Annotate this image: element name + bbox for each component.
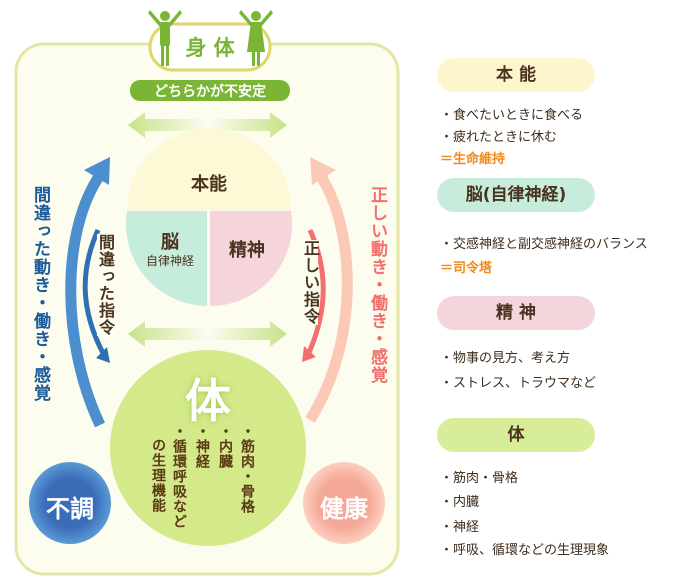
right-outer-label: 正しい動き・働き・感覚 bbox=[367, 186, 387, 384]
legend-item: ・筋肉・骨格 bbox=[440, 471, 519, 486]
left-inner-label: 間違った指令 bbox=[96, 234, 115, 336]
double-arrow-icon bbox=[128, 112, 287, 138]
diagram-title: 身 体 bbox=[185, 36, 235, 60]
person-icon bbox=[239, 10, 273, 66]
body-item: の生理機能 bbox=[150, 438, 166, 513]
bad-label: 不調 bbox=[46, 495, 94, 523]
legend-item: ・ストレス、トラウマなど bbox=[440, 376, 597, 391]
double-arrow-icon bbox=[128, 321, 287, 347]
legend-item: ・物事の見方、考え方 bbox=[440, 351, 571, 366]
brain-label: 脳 bbox=[161, 232, 179, 253]
instinct-label: 本能 bbox=[191, 174, 227, 195]
legend-item: ・神経 bbox=[440, 520, 480, 535]
legend-item: ・食べたいときに食べる bbox=[440, 108, 584, 123]
brain-sub-label: 自律神経 bbox=[145, 254, 194, 268]
legend-mind-title: 精 神 bbox=[437, 296, 595, 330]
bad-circle bbox=[29, 462, 111, 544]
legend-item: ・交感神経と副交感神経のバランス bbox=[440, 237, 648, 252]
body-item: ・循環呼吸など bbox=[171, 424, 187, 529]
unstable-label: どちらかが不安定 bbox=[154, 84, 266, 100]
body-item: ・神経 bbox=[194, 424, 210, 469]
legend-item: ・内臓 bbox=[440, 495, 480, 510]
left-outer-label: 間違った動き・働き・感覚 bbox=[30, 186, 50, 402]
unstable-pill bbox=[130, 80, 290, 101]
body-item: ・内臓 bbox=[217, 424, 233, 469]
body-label: 体 bbox=[185, 374, 231, 428]
legend-summary: ＝生命維持 bbox=[440, 152, 506, 167]
legend-instinct-title: 本 能 bbox=[437, 58, 595, 92]
legend-brain-title: 脳(自律神経) bbox=[437, 178, 595, 212]
mind-label: 精神 bbox=[229, 240, 265, 261]
legend-item: ・呼吸、循環などの生理現象 bbox=[440, 543, 610, 558]
body-item: ・筋肉・骨格 bbox=[239, 424, 255, 514]
legend-summary: ＝司令塔 bbox=[440, 261, 493, 276]
good-label: 健康 bbox=[320, 495, 368, 523]
good-circle bbox=[303, 462, 385, 544]
person-icon bbox=[148, 10, 182, 66]
legend-item: ・疲れたときに休む bbox=[440, 130, 558, 145]
right-inner-label: 正しい指令 bbox=[301, 240, 320, 325]
body-circle bbox=[110, 350, 306, 546]
legend-body-title: 体 bbox=[437, 418, 595, 452]
